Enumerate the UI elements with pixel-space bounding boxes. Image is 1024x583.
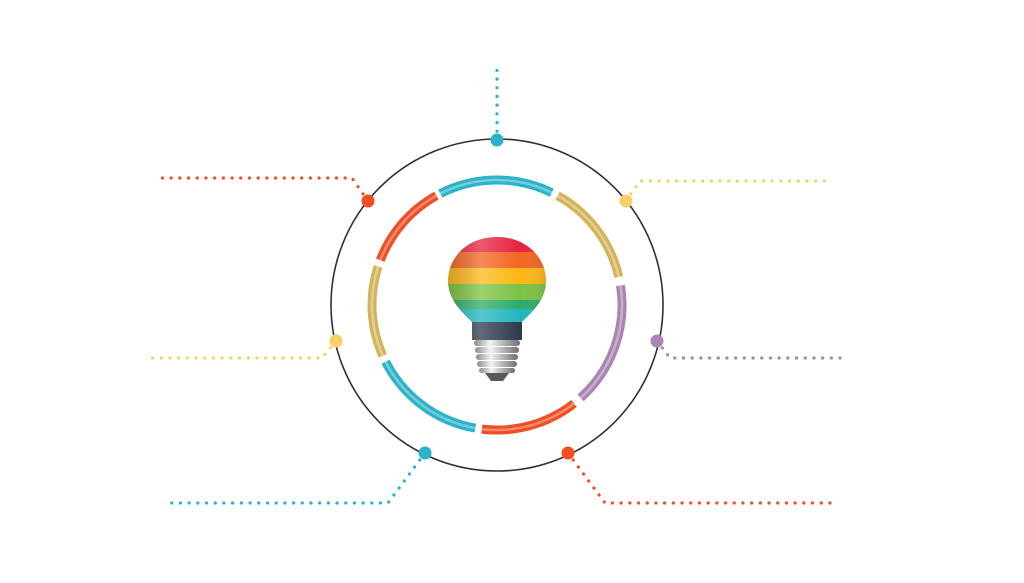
- inner-segment-ring: [367, 175, 627, 435]
- callout-lines: [146, 68, 847, 505]
- callout-dotted-line: [655, 339, 847, 360]
- callout-dotted-line: [163, 451, 427, 505]
- ring-segment: [438, 175, 554, 198]
- ring-segment: [376, 191, 439, 262]
- ring-segment: [481, 399, 577, 435]
- callout-dotted-line: [566, 451, 832, 505]
- ring-segment: [555, 191, 624, 278]
- ring-segment: [367, 265, 387, 358]
- connector-nodes: [329, 133, 664, 460]
- ring-segment: [577, 284, 627, 402]
- connector-node: [361, 194, 375, 208]
- ring-segment: [381, 359, 477, 433]
- connector-node: [650, 334, 664, 348]
- connector-node: [490, 133, 504, 147]
- connector-node: [619, 194, 633, 208]
- connector-node: [418, 446, 432, 460]
- callout-dotted-line: [624, 179, 834, 203]
- connector-node: [329, 334, 343, 348]
- callout-dotted-line: [160, 176, 370, 203]
- rainbow-light-bulb-icon: [448, 237, 546, 381]
- connector-node: [561, 446, 575, 460]
- callout-dotted-line: [146, 339, 338, 360]
